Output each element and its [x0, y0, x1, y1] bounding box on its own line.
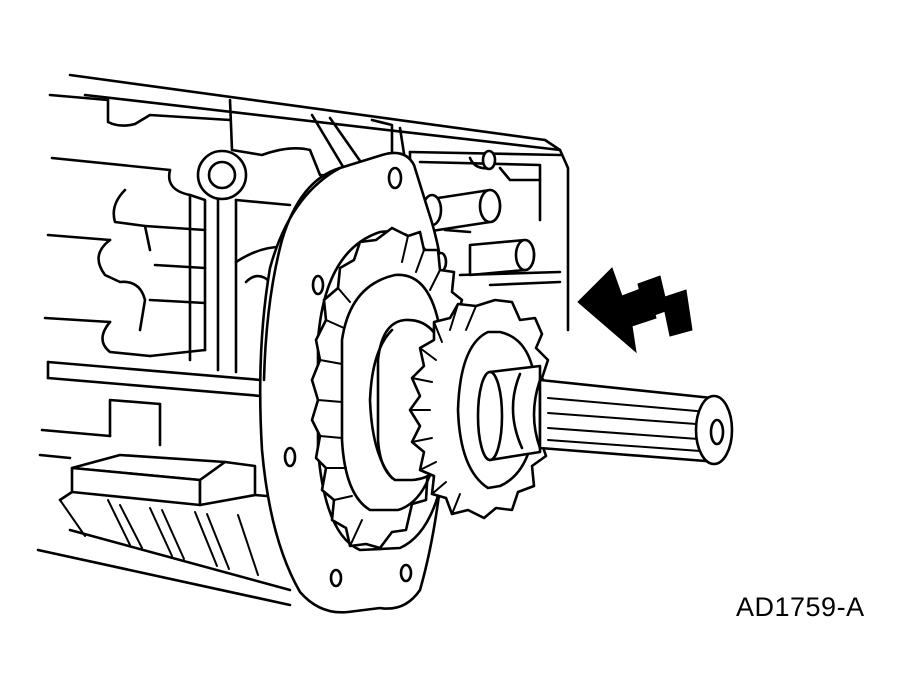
dashed-left-arrow-icon — [577, 267, 693, 354]
transmission-case — [36, 73, 570, 607]
figure-code-label: AD1759-A — [736, 592, 865, 622]
output-shaft — [476, 364, 734, 466]
lower-pan — [58, 453, 292, 576]
